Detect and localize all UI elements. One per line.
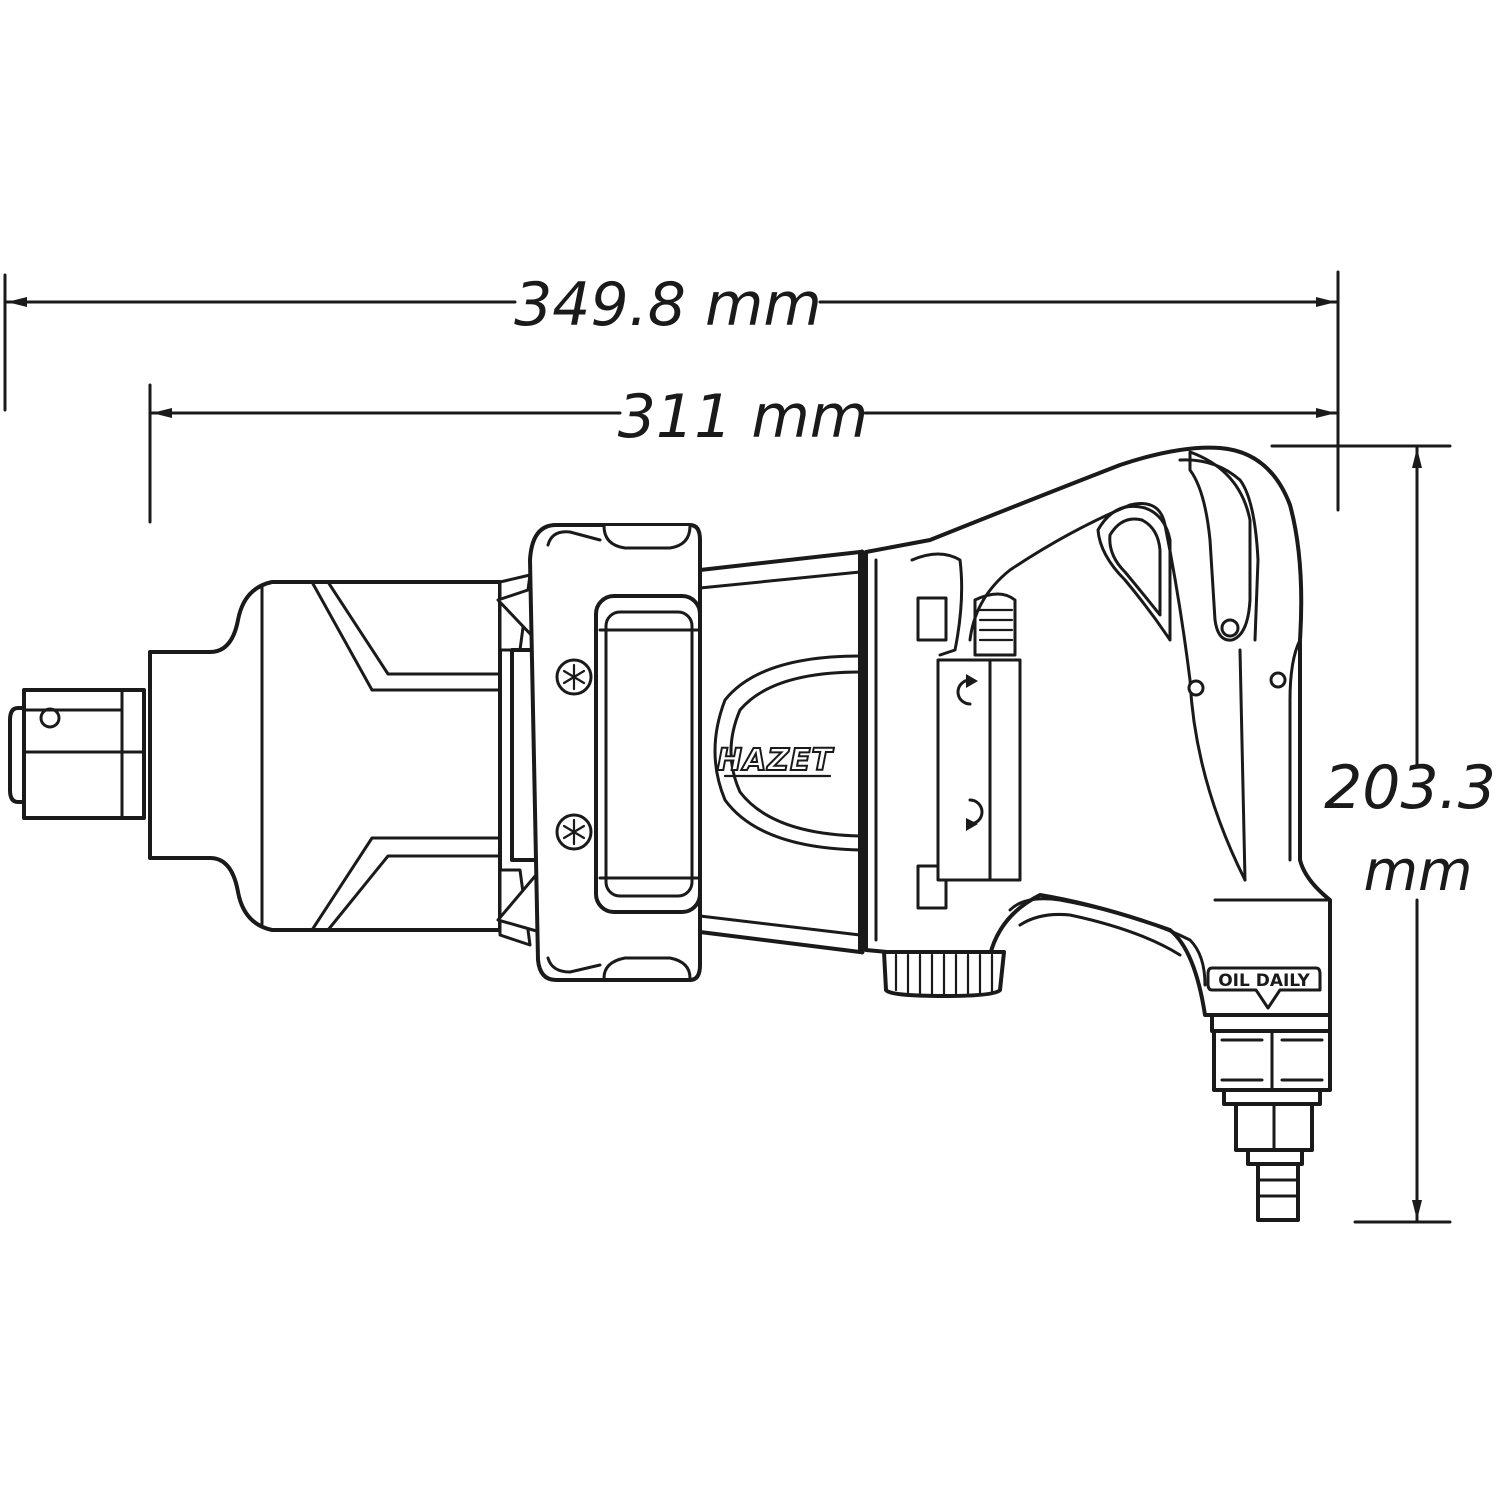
- oil-daily-text: OIL DAILY: [1218, 971, 1310, 991]
- screw-bottom: [555, 813, 593, 851]
- screw-top: [555, 658, 593, 696]
- rotation-arrow-icon-bottom: [966, 798, 984, 831]
- overall-length-label: 349.8 mm: [514, 270, 822, 340]
- front-guard: [528, 523, 702, 982]
- motor-housing: HAZET: [698, 549, 865, 955]
- rotation-arrow-icon-top: [956, 674, 978, 706]
- body-length-label: 311 mm: [618, 382, 869, 452]
- oil-daily-badge: OIL DAILY: [1206, 966, 1322, 1010]
- height-value-label: 203.3: [1324, 753, 1496, 823]
- hammer-case-nose: [148, 580, 502, 932]
- air-inlet-fitting: [1210, 1013, 1332, 1222]
- rear-housing-handle: [864, 445, 1332, 1017]
- height-unit-label: mm: [1363, 839, 1472, 904]
- square-drive-anvil: [8, 688, 146, 820]
- regulator-knob: [882, 950, 1006, 998]
- dimension-lines: 349.8 mm 311 mm 203.3 mm: [3, 270, 1496, 1224]
- brand-logo: HAZET: [717, 743, 835, 778]
- impact-wrench-outline: HAZET: [8, 445, 1332, 1222]
